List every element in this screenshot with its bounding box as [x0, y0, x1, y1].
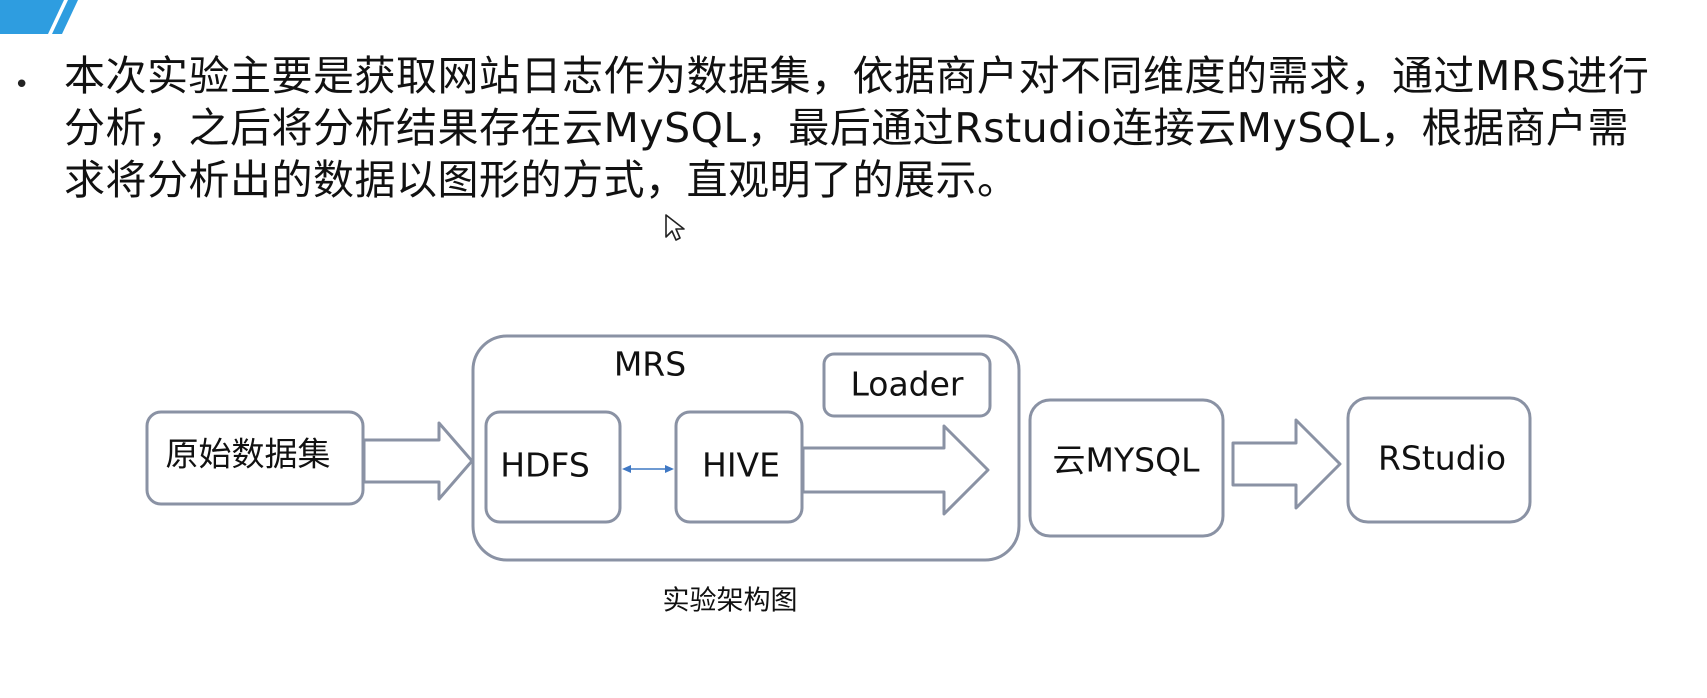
- mouse-cursor-icon: [665, 214, 685, 241]
- corner-stripe: [52, 0, 78, 34]
- hdfs-box: [484, 410, 622, 524]
- source-label: 原始数据集: [166, 435, 331, 474]
- rstudio-box: [1346, 396, 1532, 524]
- diagram-caption: 实验架构图: [663, 586, 798, 617]
- arrow-hive-to-mysql: [801, 424, 990, 516]
- link-arrowhead-left: [622, 465, 631, 473]
- mrs-label: MRS: [614, 345, 686, 384]
- corner-decoration: [0, 0, 78, 34]
- hive-label: HIVE: [702, 446, 780, 485]
- arrow-mysql-to-rstudio: [1231, 418, 1342, 510]
- link-arrowhead-right: [665, 465, 674, 473]
- loader-box: [822, 352, 992, 418]
- bullet-dot: •: [14, 70, 30, 100]
- bullet-text: 本次实验主要是获取网站日志作为数据集，依据商户对不同维度的需求，通过MRS进行分…: [64, 52, 1650, 204]
- arrow-source-to-mrs: [362, 421, 474, 501]
- mysql-label: 云MYSQL: [1053, 441, 1201, 480]
- hdfs-label: HDFS: [500, 446, 590, 485]
- cursor-arrow-shape: [665, 214, 685, 241]
- mysql-box: [1028, 398, 1225, 538]
- rstudio-label: RStudio: [1378, 439, 1506, 478]
- loader-label: Loader: [850, 365, 963, 404]
- corner-band: [0, 0, 64, 34]
